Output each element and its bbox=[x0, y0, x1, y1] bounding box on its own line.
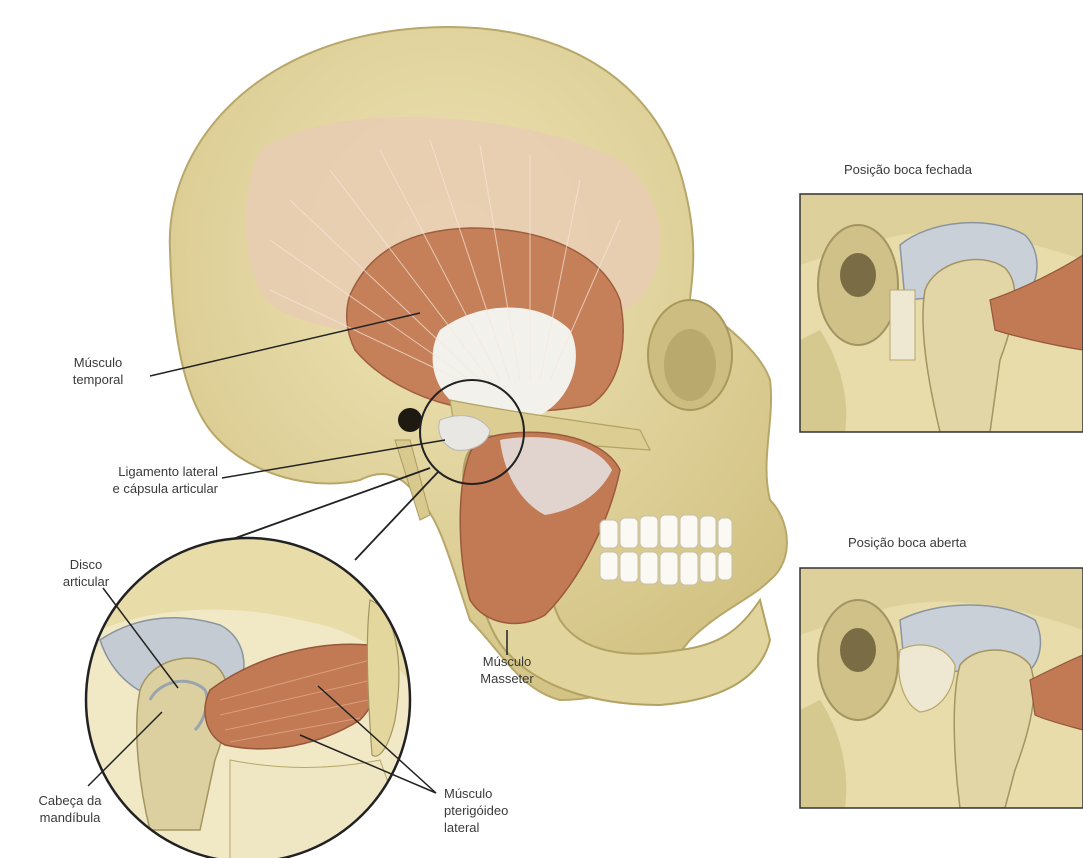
label-head-line2: mandíbula bbox=[20, 809, 120, 826]
label-disc-line1: Disco bbox=[46, 556, 126, 573]
label-masseter-line1: Músculo bbox=[462, 653, 552, 670]
label-articular-disc: Disco articular bbox=[46, 556, 126, 590]
label-temporal-line1: Músculo bbox=[38, 354, 158, 371]
open-mouth-panel bbox=[800, 568, 1083, 808]
label-pterygoid-line1: Músculo bbox=[444, 785, 508, 802]
label-lateral-pterygoid: Músculo pterigóideo lateral bbox=[444, 785, 508, 836]
label-masseter-line2: Masseter bbox=[462, 670, 552, 687]
label-masseter-muscle: Músculo Masseter bbox=[462, 653, 552, 687]
label-pterygoid-line3: lateral bbox=[444, 819, 508, 836]
tmj-inset-view bbox=[80, 530, 420, 858]
label-temporal-line2: temporal bbox=[38, 371, 158, 388]
label-mandible-head: Cabeça da mandíbula bbox=[20, 792, 120, 826]
label-ligament-line2: e cápsula articular bbox=[40, 480, 218, 497]
closed-mouth-title: Posição boca fechada bbox=[844, 162, 972, 177]
open-mouth-title: Posição boca aberta bbox=[848, 535, 967, 550]
label-temporal-muscle: Músculo temporal bbox=[38, 354, 158, 388]
label-ligament-line1: Ligamento lateral bbox=[40, 463, 218, 480]
label-head-line1: Cabeça da bbox=[20, 792, 120, 809]
label-disc-line2: articular bbox=[46, 573, 126, 590]
closed-mouth-panel bbox=[800, 194, 1083, 432]
ear-canal bbox=[398, 408, 422, 432]
label-pterygoid-line2: pterigóideo bbox=[444, 802, 508, 819]
label-lateral-ligament: Ligamento lateral e cápsula articular bbox=[40, 463, 218, 497]
